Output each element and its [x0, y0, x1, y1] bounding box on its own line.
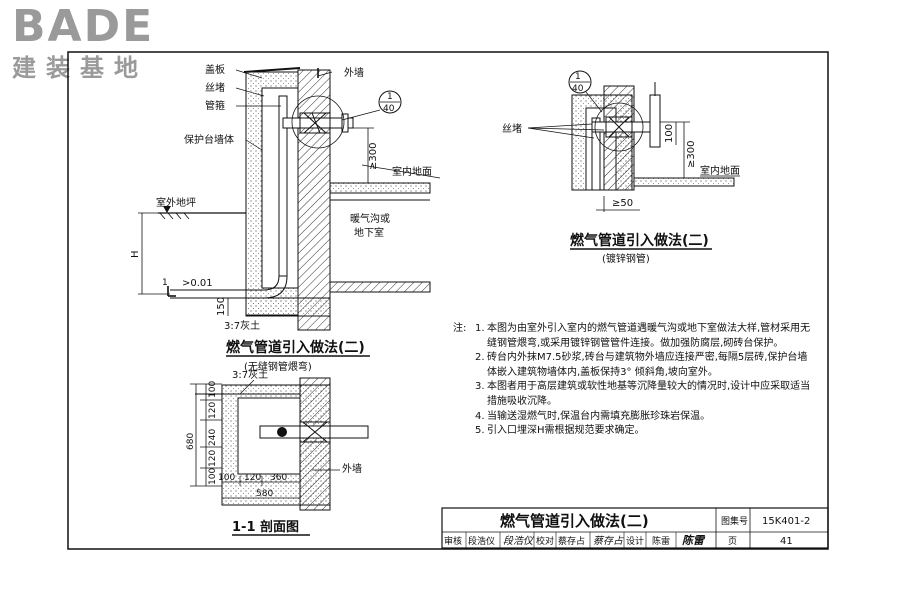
- right-label-indoor-ground: 室内地面: [700, 164, 740, 177]
- section-dim-w100: 100: [218, 473, 235, 483]
- note-item: 4.当输送湿燃气时,保温台内需填充膨胀珍珠岩保温。: [475, 410, 711, 422]
- label-outer-ground: 室外地坪: [156, 196, 196, 209]
- right-vertical-tee: [649, 94, 661, 148]
- wall-sleeve: [299, 112, 331, 134]
- right-horizontal-pipe: [591, 121, 657, 133]
- section-pipe-end: [277, 427, 287, 437]
- bade-logo: BADE 建装基地: [12, 4, 182, 84]
- left-drawing-subtitle: (无缝钢管煨弯): [244, 360, 312, 373]
- cover-plate: [243, 67, 301, 73]
- ref-den-left: 40: [383, 104, 395, 114]
- left-drawing-title: 燃气管道引入做法(二): [226, 339, 365, 356]
- left-drawing: 盖板 丝堵 管箍 保护台墙体 室外地坪 外墙 室内地面 暖气沟或 地下室 ≥30…: [130, 63, 441, 373]
- right-drawing: 1 40 丝堵 室内地面 100 ≥300 ≥50 燃气管道引入做法(二) (镀…: [502, 70, 740, 265]
- note-item: 3.本图者用于高层建筑或软性地基等沉降量较大的情况时,设计中应采取适当措施吸收沉…: [475, 381, 811, 407]
- title-block-page-label: 页: [728, 536, 737, 547]
- right-label-dim-300: ≥300: [686, 141, 697, 168]
- title-block-checker-sign: 蔡存占: [593, 535, 624, 547]
- section-dim-120a: 120: [208, 402, 218, 419]
- note-item: 1.本图为由室外引入室内的燃气管道遇暖气沟或地下室做法大样,管材采用无缝钢管煨弯…: [475, 323, 811, 349]
- outer-wall: [297, 69, 331, 331]
- right-drawing-subtitle: (镀锌钢管): [602, 252, 650, 265]
- title-block-review-label: 审核: [444, 535, 462, 547]
- section-dim-w580: 580: [256, 489, 273, 499]
- pipe-bend-outer: [170, 275, 288, 299]
- label-dim-150: 150: [216, 297, 227, 316]
- right-indoor-floor: [633, 177, 735, 187]
- logo-subtitle: 建装基地: [12, 54, 148, 82]
- right-label-plug: 丝堵: [502, 122, 522, 135]
- label-trench: 暖气沟或: [350, 212, 390, 225]
- title-block: 燃气管道引入做法(二) 图集号 15K401-2 审核 段浩仪 段浩仪 校对 蔡…: [441, 507, 829, 549]
- label-cover: 盖板: [205, 63, 225, 76]
- ground-marker: [163, 206, 171, 213]
- section-dim-100a: 100: [208, 381, 218, 398]
- section-dim-w360: 360: [270, 473, 287, 483]
- label-indoor-ground: 室内地面: [392, 165, 432, 178]
- riser-pipe: [278, 95, 288, 277]
- trench-bottom: [329, 281, 431, 293]
- label-dim-300: ≥300: [368, 143, 379, 170]
- title-block-main-title: 燃气管道引入做法(二): [500, 512, 649, 530]
- ref-den-right: 40: [572, 84, 584, 94]
- right-detail-circle: [594, 102, 644, 152]
- section-dim-100b: 100: [208, 468, 218, 485]
- title-block-design-label: 设计: [626, 535, 644, 547]
- title-block-atlas-no: 15K401-2: [762, 516, 810, 527]
- title-block-page-no: 41: [780, 536, 793, 547]
- pipe-plug: [341, 113, 349, 133]
- right-outer-wall: [603, 85, 635, 191]
- title-block-checker: 蔡存占: [558, 535, 585, 547]
- drawing-frame: [67, 51, 829, 550]
- ref-num-right: 1: [575, 72, 581, 82]
- section-outer-wall: [299, 377, 331, 511]
- title-block-designer-sign: 陈雷: [682, 534, 706, 547]
- section-dim-w120: 120: [244, 473, 261, 483]
- label-depth-h: H: [130, 250, 141, 258]
- platform-base: [245, 297, 331, 317]
- section-title: 1-1 剖面图: [232, 519, 299, 535]
- title-block-reviewer: 段浩仪: [468, 535, 495, 547]
- section-label-lime-soil: 3:7灰土: [232, 368, 268, 381]
- right-sleeve: [605, 116, 633, 138]
- notes-block: 注: 1.本图为由室外引入室内的燃气管道遇暖气沟或地下室做法大样,管材采用无缝钢…: [453, 322, 813, 439]
- title-block-reviewer-sign: 段浩仪: [503, 535, 535, 547]
- label-basement: 地下室: [354, 226, 384, 239]
- right-drawing-title: 燃气管道引入做法(二): [570, 232, 709, 249]
- notes-label: 注:: [453, 323, 467, 334]
- indoor-floor: [329, 182, 431, 194]
- label-slope: >0.01: [182, 278, 213, 289]
- right-label-dim-100: 100: [664, 124, 675, 143]
- section-label-outer-wall: 外墙: [342, 462, 362, 475]
- label-plug: 丝堵: [205, 81, 225, 94]
- section-mark-label: 1: [162, 278, 168, 288]
- pipe-bend-inner: [170, 275, 280, 291]
- title-block-atlas-label: 图集号: [721, 515, 748, 527]
- section-drawing: 3:7灰土 外墙 680 100 120 240 120 100 100 120…: [186, 368, 369, 536]
- label-sleeve: 管箍: [205, 99, 225, 112]
- section-dim-120b: 120: [208, 450, 218, 467]
- title-block-check-label: 校对: [536, 535, 554, 547]
- detail-circle: [291, 95, 345, 149]
- note-item: 5.引入口埋深H需根据规范要求确定。: [475, 425, 645, 437]
- right-label-dim-50: ≥50: [612, 198, 633, 209]
- label-protect-wall: 保护台墙体: [184, 133, 234, 146]
- section-dim-240: 240: [208, 429, 218, 446]
- right-riser: [591, 117, 601, 191]
- section-dim-680: 680: [186, 433, 196, 450]
- ref-num-left: 1: [387, 92, 393, 102]
- logo-word: BADE: [12, 1, 155, 52]
- label-outer-wall: 外墙: [344, 66, 364, 79]
- section-pipe: [259, 425, 369, 439]
- note-item: 2.砖台内外抹M7.5砂浆,砖台与建筑物外墙应连接严密,每隔5层砖,保护台墙体嵌…: [475, 352, 808, 378]
- label-lime-soil: 3:7灰土: [224, 319, 260, 332]
- title-block-designer: 陈雷: [652, 535, 670, 547]
- notes-list: 1.本图为由室外引入室内的燃气管道遇暖气沟或地下室做法大样,管材采用无缝钢管煨弯…: [453, 322, 813, 439]
